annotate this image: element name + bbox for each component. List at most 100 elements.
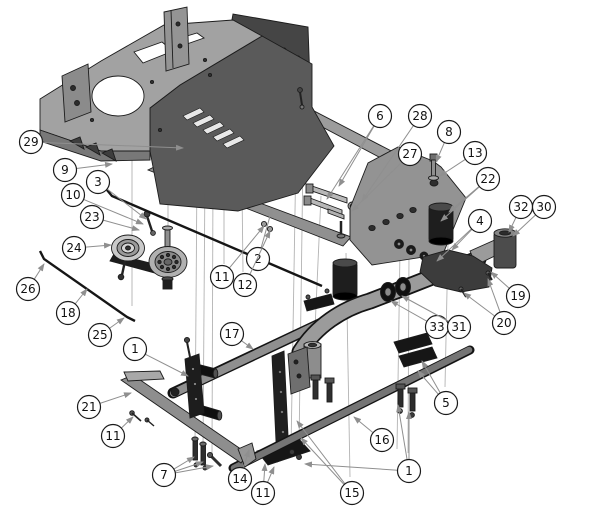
callout-number: 11 [255,486,270,500]
deck-gussets [68,136,117,162]
callout-31: 31 [401,295,472,340]
callout-14: 14 [227,449,253,492]
leader-line [102,219,140,232]
callout-number: 8 [445,125,453,139]
callout-2: 2 [245,208,274,272]
callout-number: 11 [105,429,120,443]
leader-line [33,263,45,280]
callout-number: 9 [61,163,69,177]
callout-number: 28 [412,109,427,123]
channel-post [163,6,190,72]
callout-10: 10 [60,182,144,225]
callout-11: 11 [100,416,134,449]
callout-number: 17 [224,327,239,341]
callout-balloon [79,204,105,230]
callout-number: 14 [232,472,247,486]
leader-line [487,278,501,313]
callout-number: 15 [344,486,359,500]
callout-19: 19 [490,271,531,309]
callout-17: 17 [219,321,254,350]
carriage-bolts [191,436,223,471]
callout-balloon [446,314,472,340]
link-rod [38,250,136,323]
leader-line [173,456,195,470]
callout-balloon [467,208,493,234]
rubber-damper-right [428,202,454,246]
leader-line [300,437,345,485]
callout-balloon [407,103,433,129]
callout-number: 27 [402,147,417,161]
callout-balloon [505,283,531,309]
caster-sleeve [493,228,517,269]
callout-number: 25 [92,328,107,342]
callout-15: 15 [296,420,365,506]
callout-number: 23 [84,210,99,224]
callout-16: 16 [353,416,395,453]
callout-balloon [462,140,488,166]
callout-balloon [100,423,126,449]
leader-line [144,353,189,377]
callout-number: 16 [374,433,389,447]
callout-7: 7 [151,456,214,488]
callout-balloon [339,480,365,506]
callout-4: 4 [436,208,493,262]
engine-cradle [149,35,335,212]
leader-line [83,198,144,225]
callout-balloon [433,390,459,416]
callout-11: 11 [250,463,276,506]
leader-line [435,142,445,163]
callout-number: 20 [496,316,511,330]
leader-line [241,340,254,350]
leader-line [76,161,113,169]
callout-balloon [475,166,501,192]
callout-32: 32 [508,194,534,233]
callout-balloon [76,394,102,420]
callout-number: 7 [160,468,168,482]
leader-line [439,158,466,177]
callout-balloon [232,272,258,298]
callout-9: 9 [52,157,113,183]
callout-18: 18 [55,288,88,326]
leader-line [175,464,214,474]
callout-3: 3 [85,169,147,220]
leader-line [451,228,473,251]
callout-23: 23 [79,204,140,232]
callout-balloon [245,246,271,272]
callout-30: 30 [512,194,557,237]
callout-balloon [151,462,177,488]
leader-line [436,228,472,262]
callout-number: 1 [405,464,413,478]
callout-balloon [18,129,44,155]
callout-number: 12 [237,278,252,292]
callout-balloon [55,300,81,326]
callout-6: 6 [326,103,393,200]
callout-balloon [397,141,423,167]
leader-line [401,295,450,322]
callout-number: 33 [429,320,444,334]
callout-26: 26 [15,263,45,302]
callout-number: 19 [510,289,525,303]
leader-line [440,186,480,222]
leader-line [249,230,271,275]
leader-line [351,161,403,212]
leader-line [417,370,439,395]
leader-line [353,416,374,434]
callout-number: 29 [23,135,38,149]
callout-number: 11 [214,270,229,284]
leader-line [296,420,346,485]
axle-tube [228,345,475,473]
leader-line [338,125,375,187]
leader-line [261,463,268,482]
leader-line [421,360,441,394]
rubber-damper-left [332,258,358,301]
leader-line [228,225,265,269]
callout-21: 21 [76,392,132,420]
callout-24: 24 [61,235,112,261]
leader-line [304,461,398,471]
callout-balloon [531,194,557,220]
callout-1: 1 [304,404,422,484]
callout-12: 12 [232,230,271,298]
callout-number: 2 [254,252,262,266]
